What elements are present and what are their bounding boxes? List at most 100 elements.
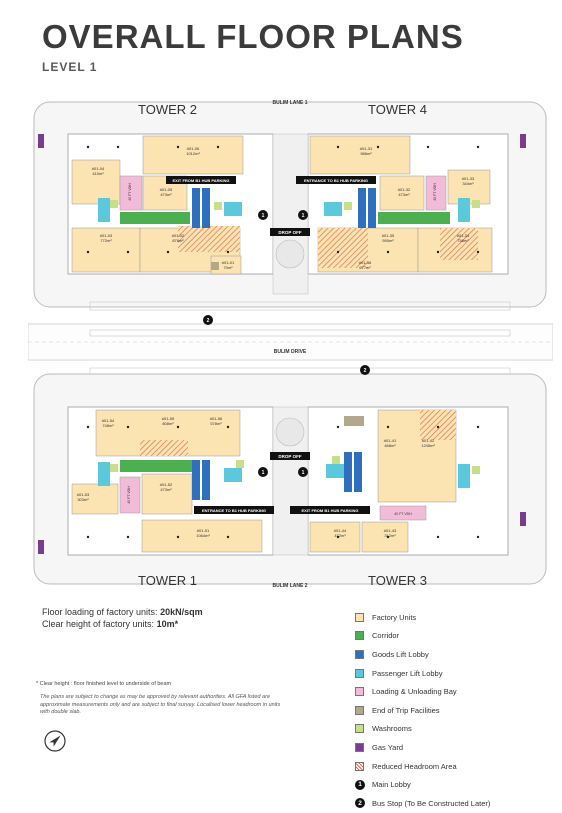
unit-area: 677m²	[359, 265, 371, 270]
unit-id: #01-54	[102, 418, 115, 423]
legend-item: Passenger Lift Lobby	[355, 664, 555, 683]
unit-area: 590m²	[382, 238, 394, 243]
unit-id: #01-03	[100, 233, 113, 238]
unit-area: 344m²	[462, 181, 474, 186]
spec-value: 20kN/sqm	[160, 607, 203, 617]
legend-number-icon: 2	[355, 798, 365, 809]
unit-area: 1245m²	[421, 443, 435, 448]
gas-yard-marker	[520, 134, 526, 148]
tower-1-block	[67, 406, 274, 556]
tower-label: TOWER 3	[368, 573, 427, 588]
legend-label: Reduced Headroom Area	[372, 761, 457, 771]
unit-area: 473m²	[398, 192, 410, 197]
tag-exit-hub-bottom: EXIT FROM B1 HUB PARKING	[301, 508, 358, 513]
floor-plan-map: TOWER 2 TOWER 4 TOWER 1 TOWER 3 BULIM LA…	[28, 100, 553, 589]
unit-id: #01-41	[384, 438, 397, 443]
tower-label: TOWER 1	[138, 573, 197, 588]
legend-number-icon: 1	[355, 779, 365, 790]
svg-text:1: 1	[302, 213, 305, 219]
legend-item: Reduced Headroom Area	[355, 757, 555, 776]
unit-id: #01-32	[398, 187, 411, 192]
legend-swatch	[355, 687, 364, 697]
unit-area: 473m²	[160, 192, 172, 197]
legend-item: End of Trip Facilities	[355, 701, 555, 720]
svg-text:1: 1	[302, 470, 305, 476]
bus-stop-marker: 2 2	[203, 315, 370, 375]
legend-swatch	[355, 612, 364, 622]
tower-2-block	[67, 133, 274, 275]
unit-id: #01-44	[334, 528, 347, 533]
tag-drop-off: DROP OFF	[278, 230, 301, 235]
tag-vdh: 40 FT VDH	[394, 512, 412, 516]
unit-area: 70m²	[223, 265, 233, 270]
unit-id: #01-31	[360, 146, 373, 151]
unit-id: #01-02	[172, 233, 185, 238]
unit-area: 578m²	[210, 421, 222, 426]
factory-specs: Floor loading of factory units: 20kN/sqm…	[42, 606, 203, 630]
tower-label: TOWER 4	[368, 102, 427, 117]
tag-exit-hub: EXIT FROM B1 HUB PARKING	[172, 178, 229, 183]
unit-area: 468m²	[384, 443, 396, 448]
legend-swatch	[355, 761, 364, 771]
tag-entrance-hub: ENTRANCE TO B1 HUB PARKING	[304, 178, 368, 183]
unit-id: #01-04	[92, 166, 105, 171]
unit-id: #01-05	[160, 187, 173, 192]
unit-id: #01-55	[162, 416, 175, 421]
tag-drop-off-bottom: DROP OFF	[278, 454, 301, 459]
unit-id: #01-06	[187, 146, 200, 151]
unit-id: #01-35	[382, 233, 395, 238]
tag-vdh: 40 FT VDH	[128, 183, 132, 201]
spec-label: Floor loading of factory units:	[42, 607, 161, 617]
tag-entrance-hub-bottom: ENTRANCE TO B1 HUB PARKING	[202, 508, 266, 513]
unit-id: #01-43	[384, 528, 397, 533]
page-subtitle: LEVEL 1	[42, 60, 98, 74]
unit-area: 748m²	[102, 423, 114, 428]
legend-item: Goods Lift Lobby	[355, 645, 555, 664]
legend-label: Loading & Unloading Bay	[372, 687, 457, 697]
legend-label: Gas Yard	[372, 742, 403, 752]
unit-area: 758m²	[457, 238, 469, 243]
unit-area: 303m²	[77, 497, 89, 502]
unit-area: 772m²	[100, 238, 112, 243]
unit-area: 472m²	[334, 533, 346, 538]
unit-area: 986m²	[360, 151, 372, 156]
legend-item: Factory Units	[355, 608, 555, 627]
unit-area: 878m²	[172, 238, 184, 243]
legend-item: Washrooms	[355, 720, 555, 739]
road-label: BULIM LANE 1	[273, 100, 308, 106]
legend-label: Corridor	[372, 631, 400, 641]
tower-label: TOWER 2	[138, 102, 197, 117]
legend-swatch	[355, 649, 364, 659]
unit-area: 1012m²	[186, 151, 200, 156]
unit-id: #01-01	[222, 260, 235, 265]
unit-id: #01-36	[359, 260, 372, 265]
legend-swatch	[355, 724, 364, 734]
column-grid	[86, 145, 480, 539]
gas-yard-marker	[38, 134, 44, 148]
legend-item: Loading & Unloading Bay	[355, 682, 555, 701]
unit-id: #01-51	[197, 528, 210, 533]
main-lobby-marker: 1 1 1 1	[258, 210, 308, 477]
unit-id: #01-42	[422, 438, 435, 443]
unit-id: #01-33	[462, 176, 475, 181]
clear-height-note: * Clear height : floor finished level to…	[36, 681, 172, 687]
legend-item: Gas Yard	[355, 738, 555, 757]
legend-label: Passenger Lift Lobby	[372, 668, 443, 678]
page-title: OVERALL FLOOR PLANS	[42, 18, 464, 55]
svg-text:2: 2	[364, 368, 367, 374]
tower-4-block	[307, 133, 509, 275]
disclaimer-text: The plans are subject to change as may b…	[40, 694, 281, 715]
svg-text:2: 2	[207, 318, 210, 324]
tag-vdh: 40 FT VDH	[127, 486, 131, 504]
svg-text:1: 1	[262, 213, 265, 219]
road-label: BULIM DRIVE	[274, 349, 307, 355]
legend-swatch	[355, 668, 364, 678]
legend-label: End of Trip Facilities	[372, 705, 440, 715]
gas-yard-marker	[38, 540, 44, 554]
north-arrow-icon	[44, 730, 66, 752]
